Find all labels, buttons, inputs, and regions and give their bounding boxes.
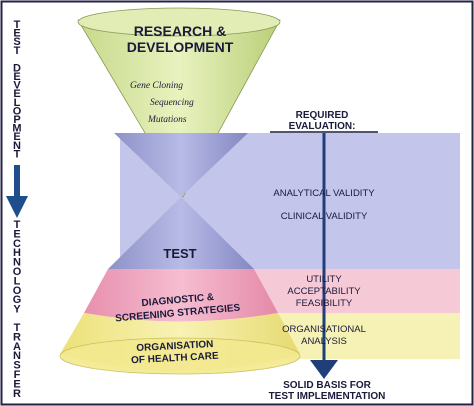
research-cone-blue-tip	[114, 133, 248, 197]
item-gene-cloning: Gene Cloning	[130, 81, 183, 91]
organisation-line2: OF HEALTH CARE	[131, 351, 219, 367]
evaluation-header-line1: REQUIRED	[296, 110, 349, 121]
analysis: ANALYSIS	[301, 336, 347, 347]
research-title-line1: RESEARCH &	[134, 23, 227, 39]
evaluation-header-line2: EVALUATION:	[289, 121, 356, 132]
test-cone-pink	[84, 269, 278, 322]
test-cone-base	[59, 337, 301, 375]
utility: UTILITY	[306, 274, 342, 285]
analytical-validity: ANALYTICAL VALIDITY	[273, 188, 375, 199]
research-cone-rim	[77, 7, 281, 37]
clinical-validity: CLINICAL VALIDITY	[281, 211, 368, 222]
organisational: ORGANISATIONAL	[282, 324, 366, 335]
item-mutations: Mutations	[147, 115, 187, 125]
left-arrow-head	[6, 196, 28, 218]
organisation-line1: ORGANISATION	[136, 339, 214, 354]
research-title-line2: DEVELOPMENT	[127, 39, 234, 55]
item-sequencing: Sequencing	[150, 98, 194, 108]
footer-line2: TEST IMPLEMENTATION	[269, 391, 386, 402]
evaluation-arrowhead	[310, 360, 338, 379]
test-cone-blue	[108, 197, 254, 269]
feasibility: FEASIBILITY	[296, 298, 353, 309]
acceptability: ACCEPTABILITY	[287, 286, 361, 297]
footer-line1: SOLID BASIS FOR	[283, 380, 372, 391]
test-label: TEST	[163, 246, 196, 261]
